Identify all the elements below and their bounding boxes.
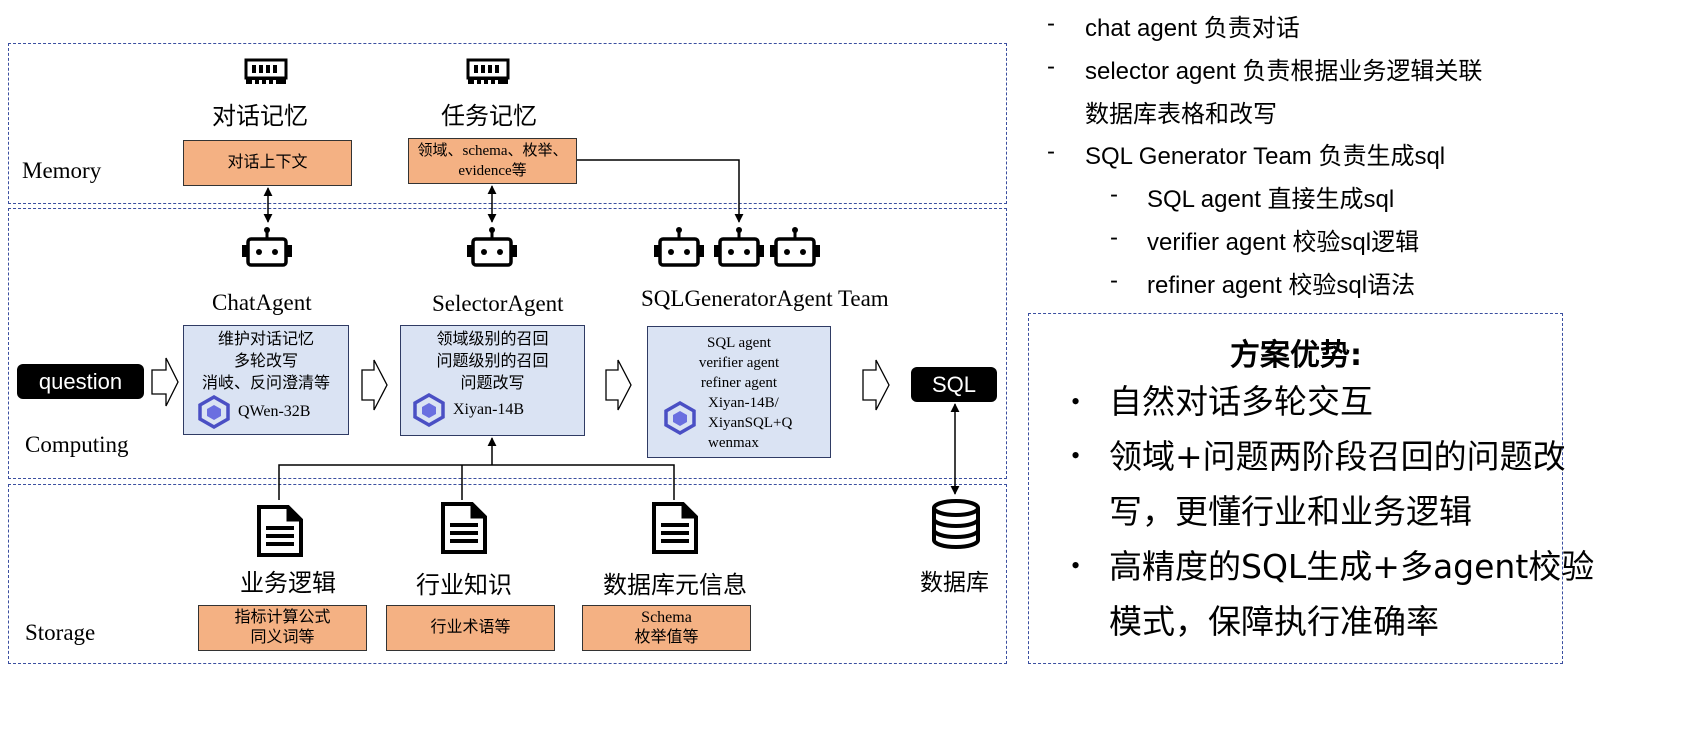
selector-agent-line: 领域级别的召回 [436, 331, 549, 348]
business-logic-title: 业务逻辑 [240, 569, 336, 597]
memory-section [8, 43, 1007, 204]
chat-agent-box: 维护对话记忆 多轮改写 消岐、反问澄清等 QWen-32B [183, 325, 349, 435]
sqlgen-model-line: XiyanSQL+Q [708, 415, 793, 431]
list-item: chat agent 负责对话 [1085, 15, 1300, 42]
db-meta-line: Schema [641, 609, 692, 626]
list-item: 数据库表格和改写 [1085, 101, 1277, 128]
business-logic-line: 指标计算公式 [234, 609, 331, 626]
storage-feed-line [278, 464, 675, 500]
list-dash: - [1110, 224, 1118, 251]
document-icon [651, 502, 699, 559]
question-pill: question [17, 364, 144, 399]
selector-model-row: Xiyan-14B [411, 393, 524, 427]
dialog-context-text: 对话上下文 [227, 154, 308, 171]
robot-icon [465, 227, 519, 274]
robot-icon [652, 227, 706, 274]
model-logo-icon [664, 400, 696, 436]
list-item: selector agent 负责根据业务逻辑关联 [1085, 58, 1483, 85]
task-memory-to-sqlgen [577, 159, 744, 223]
list-dash: - [1047, 10, 1055, 37]
computing-section [8, 208, 1007, 479]
memory-chip-icon [466, 58, 510, 91]
advantage-line: 领域+问题两阶段召回的问题改 [1109, 437, 1566, 476]
selector-agent-line: 问题改写 [460, 375, 525, 392]
list-item: refiner agent 校验sql语法 [1147, 272, 1416, 299]
document-icon [440, 502, 488, 559]
sqlgen-agent-box: SQL agent verifier agent refiner agent X… [647, 326, 831, 458]
industry-knowledge-line: 行业术语等 [430, 619, 511, 636]
sql-pill: SQL [911, 367, 997, 402]
business-logic-line: 同义词等 [250, 629, 315, 646]
advantages-box [1028, 313, 1563, 664]
task-memory-line: evidence等 [458, 163, 527, 179]
bullet-icon: • [1071, 551, 1081, 580]
model-logo-icon [413, 393, 445, 427]
chat-model-name: QWen-32B [238, 403, 311, 420]
industry-knowledge-title: 行业知识 [416, 571, 512, 599]
advantage-line: 模式，保障执行准确率 [1109, 602, 1439, 641]
db-meta-line: 枚举值等 [634, 629, 699, 646]
list-item: SQL Generator Team 负责生成sql [1085, 143, 1446, 170]
chat-agent-line: 多轮改写 [233, 353, 298, 370]
chat-agent-name: ChatAgent [212, 290, 312, 315]
sqlgen-agent-line: refiner agent [700, 375, 778, 391]
selector-agent-line: 问题级别的召回 [436, 353, 549, 370]
business-logic-box: 指标计算公式 同义词等 [198, 605, 367, 651]
bullet-icon: • [1071, 441, 1081, 470]
flow-arrow-icon [862, 359, 890, 411]
storage-label: Storage [25, 620, 96, 645]
sqlgen-model-logo [662, 400, 698, 441]
advantage-item: 领域+问题两阶段召回的问题改 写，更懂行业和业务逻辑 [1109, 429, 1566, 539]
list-dash: - [1047, 53, 1055, 80]
db-meta-box: Schema 枚举值等 [582, 605, 751, 651]
flow-arrow-icon [605, 359, 632, 411]
chat-model-row: QWen-32B [196, 395, 310, 429]
sqlgen-agent-line: SQL agent [706, 335, 771, 351]
robot-icon [768, 227, 822, 274]
storage-section [8, 484, 1007, 664]
list-item: verifier agent 校验sql逻辑 [1147, 229, 1420, 256]
document-icon [256, 505, 304, 562]
sqlgen-agent-line: verifier agent [698, 355, 780, 371]
memory-label: Memory [22, 158, 102, 183]
advantage-line: 自然对话多轮交互 [1109, 382, 1373, 421]
robot-icon [712, 227, 766, 274]
flow-arrow-icon [361, 359, 388, 411]
database-icon [930, 498, 982, 555]
sqlgen-model-line: wenmax [708, 435, 759, 451]
sqlgen-agent-name: SQLGeneratorAgent Team [641, 286, 889, 311]
dialog-context-box: 对话上下文 [183, 140, 352, 186]
list-dash: - [1110, 267, 1118, 294]
task-memory-title: 任务记忆 [441, 102, 537, 130]
selector-agent-box: 领域级别的召回 问题级别的召回 问题改写 Xiyan-14B [400, 325, 585, 436]
robot-icon [240, 227, 294, 274]
task-memory-line: 领域、schema、枚举、 [417, 143, 568, 159]
sqlgen-model-line: Xiyan-14B/ [708, 395, 779, 411]
advantage-line: 写，更懂行业和业务逻辑 [1109, 492, 1472, 531]
db-meta-title: 数据库元信息 [603, 571, 747, 599]
model-logo-icon [198, 395, 230, 429]
chat-agent-line: 维护对话记忆 [217, 331, 314, 348]
dialog-memory-title: 对话记忆 [212, 102, 308, 130]
task-memory-box: 领域、schema、枚举、 evidence等 [408, 138, 577, 184]
list-item: SQL agent 直接生成sql [1147, 186, 1395, 213]
memory-chip-icon [244, 58, 288, 91]
selector-model-name: Xiyan-14B [453, 401, 525, 418]
bullet-icon: • [1071, 387, 1081, 416]
chat-agent-line: 消岐、反问澄清等 [201, 375, 330, 392]
advantage-item: 高精度的SQL生成+多agent校验 模式，保障执行准确率 [1109, 539, 1594, 649]
advantage-item: 自然对话多轮交互 [1109, 374, 1373, 429]
list-dash: - [1110, 181, 1118, 208]
database-title: 数据库 [920, 570, 989, 596]
advantage-line: 高精度的SQL生成+多agent校验 [1109, 547, 1595, 586]
list-dash: - [1047, 138, 1055, 165]
flow-arrow-icon [151, 357, 179, 407]
computing-label: Computing [25, 432, 129, 457]
advantages-title: 方案优势: [1230, 338, 1362, 373]
industry-knowledge-box: 行业术语等 [386, 605, 555, 651]
selector-agent-name: SelectorAgent [432, 291, 564, 316]
